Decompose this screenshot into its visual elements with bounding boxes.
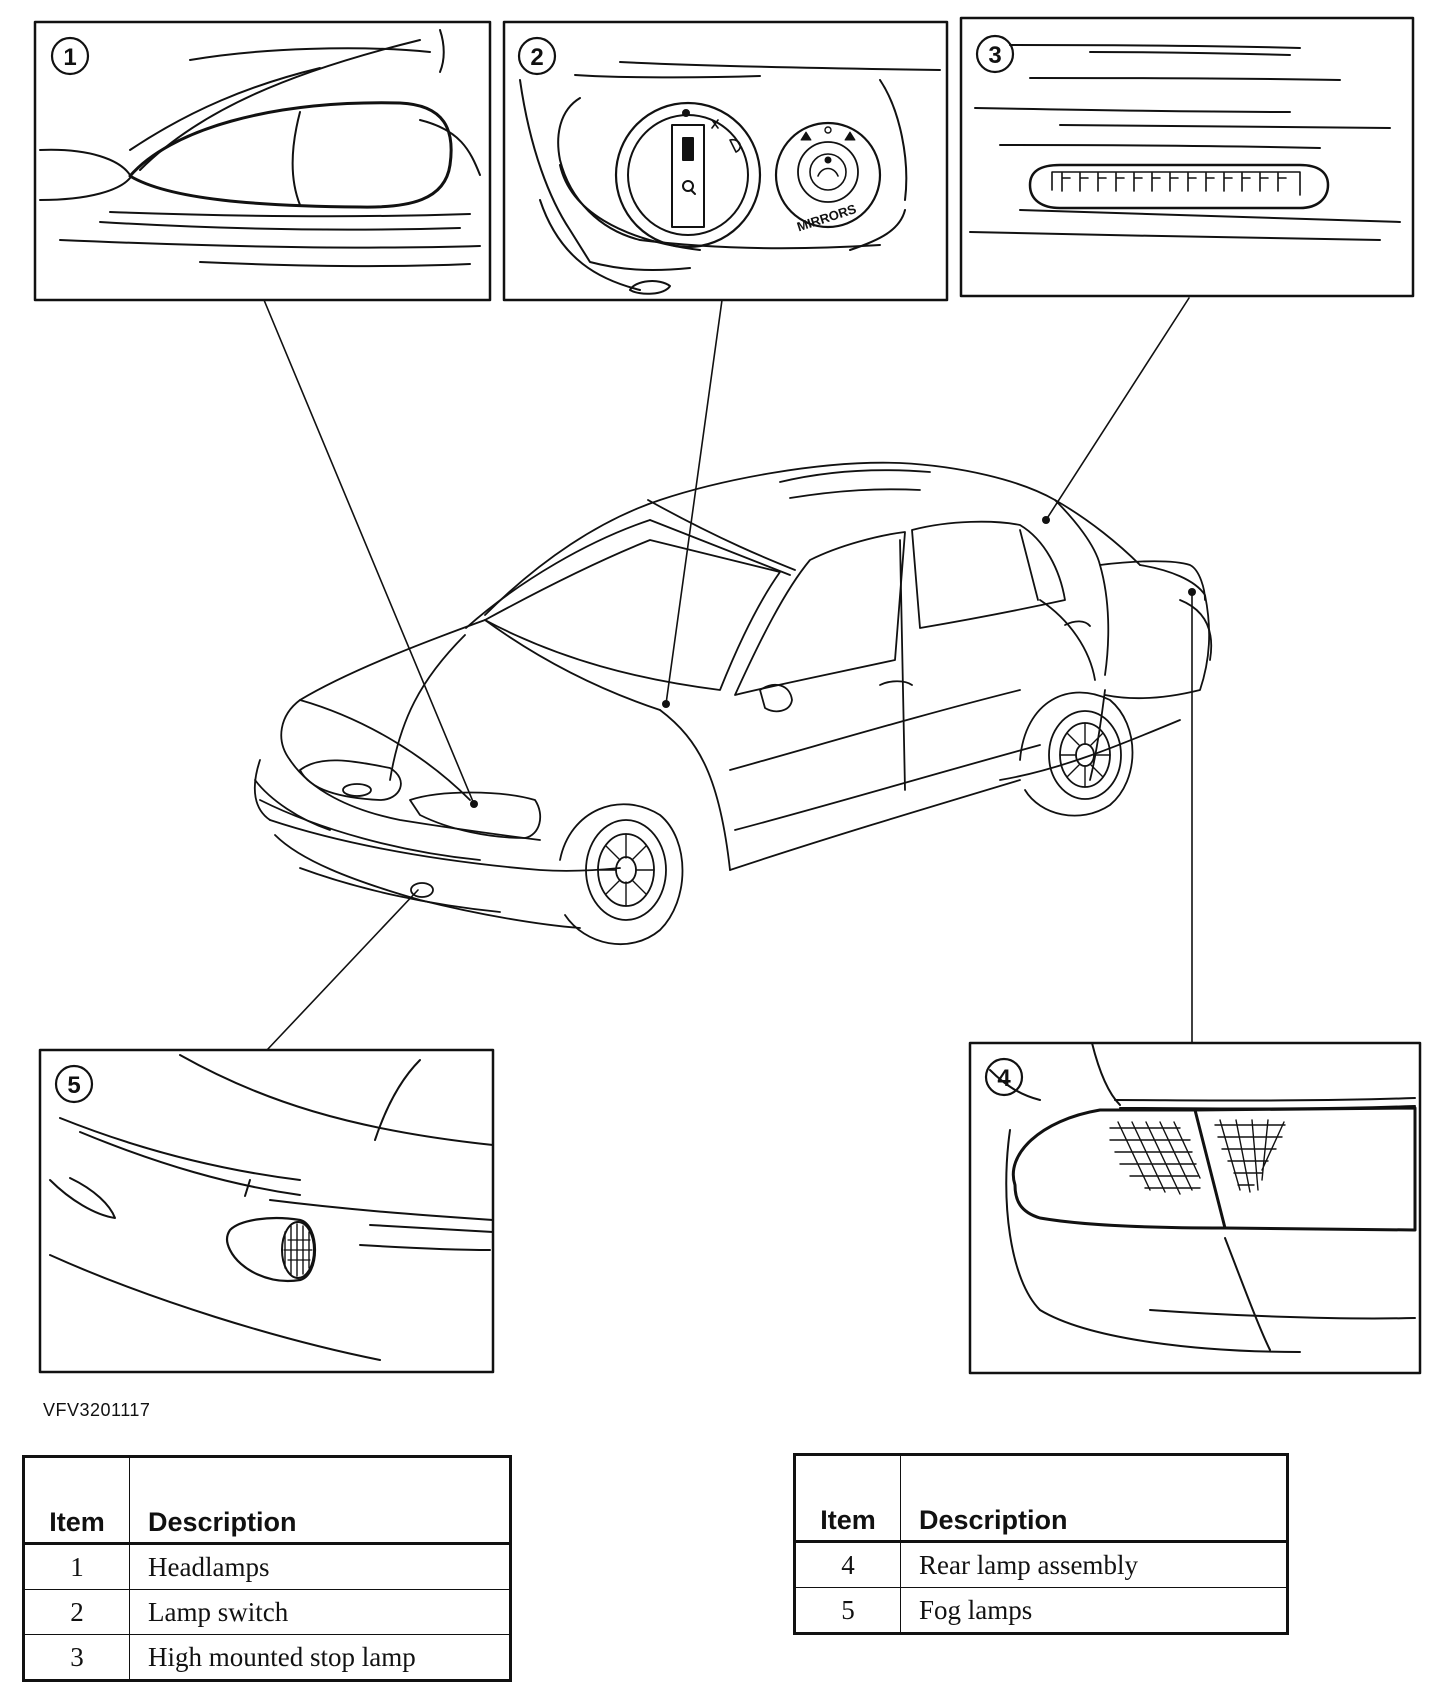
rear-lamp-icon xyxy=(1011,1106,1417,1232)
leader-dot-headlamp xyxy=(470,800,478,808)
leader-lines xyxy=(263,297,1193,1051)
item-number: 3 xyxy=(23,1634,130,1681)
callout-label-4: 4 xyxy=(997,1065,1011,1092)
rear-wheel xyxy=(1019,691,1134,817)
callout-label-5: 5 xyxy=(67,1072,80,1099)
item-description: Lamp switch xyxy=(129,1589,511,1635)
lamp-switch-knob-icon xyxy=(614,101,762,249)
item-column-header: Item xyxy=(23,1456,130,1545)
leader-dot-stop-lamp xyxy=(1042,516,1050,524)
description-column-header: Description xyxy=(900,1454,1288,1543)
callout-label-3: 3 xyxy=(988,42,1001,69)
callout-1 xyxy=(50,36,90,76)
item-description: Fog lamps xyxy=(900,1587,1288,1634)
fog-lamp-icon xyxy=(225,1216,317,1283)
callout-5 xyxy=(54,1064,94,1104)
callout-2 xyxy=(517,36,557,76)
panel-1-headlamp xyxy=(33,20,492,302)
leader-dot-switch xyxy=(662,700,670,708)
item-number: 1 xyxy=(23,1543,130,1590)
table-header-row: Item Description xyxy=(794,1454,1288,1543)
figure-reference-code: VFV3201117 xyxy=(43,1400,151,1420)
item-description: Headlamps xyxy=(129,1543,511,1590)
panel-3-stop-lamp xyxy=(959,16,1415,298)
callout-3 xyxy=(975,34,1015,74)
table-row: 2 Lamp switch xyxy=(23,1589,511,1635)
stop-lamp-icon xyxy=(1028,163,1330,210)
callout-label-1: 1 xyxy=(63,44,76,71)
leader-dots xyxy=(470,516,1196,808)
item-description: High mounted stop lamp xyxy=(129,1634,511,1681)
front-wheel xyxy=(559,803,684,946)
table-row: 5 Fog lamps xyxy=(794,1587,1288,1634)
leader-line-1 xyxy=(263,299,475,805)
table-row: 3 High mounted stop lamp xyxy=(23,1634,511,1681)
mirror-switch-label: MIRRORS xyxy=(795,201,858,234)
table-row: 4 Rear lamp assembly xyxy=(794,1541,1288,1588)
panel-2-lamp-switch: MIRRORS xyxy=(502,20,949,302)
panel-5-fog-lamp xyxy=(38,1048,495,1374)
description-column-header: Description xyxy=(129,1456,511,1545)
callout-label-2: 2 xyxy=(530,44,543,71)
item-number: 4 xyxy=(794,1541,901,1588)
table-row: 1 Headlamps xyxy=(23,1543,511,1590)
item-column-header: Item xyxy=(794,1454,901,1543)
leader-line-2 xyxy=(665,299,723,705)
leader-line-3 xyxy=(1045,297,1190,521)
leader-line-5 xyxy=(266,889,419,1051)
table-header-row: Item Description xyxy=(23,1456,511,1545)
panel-4-rear-lamp xyxy=(968,1041,1422,1375)
mirror-switch-icon: MIRRORS xyxy=(774,121,882,234)
leader-dot-rear-lamp xyxy=(1188,588,1196,596)
car-illustration xyxy=(253,461,1213,946)
item-number: 2 xyxy=(23,1589,130,1635)
item-number: 5 xyxy=(794,1587,901,1634)
item-description: Rear lamp assembly xyxy=(900,1541,1288,1588)
item-table-2: Item Description 4 Rear lamp assembly 5 … xyxy=(793,1453,1289,1635)
callout-4 xyxy=(984,1057,1024,1097)
item-table-1: Item Description 1 Headlamps 2 Lamp swit… xyxy=(22,1455,512,1682)
